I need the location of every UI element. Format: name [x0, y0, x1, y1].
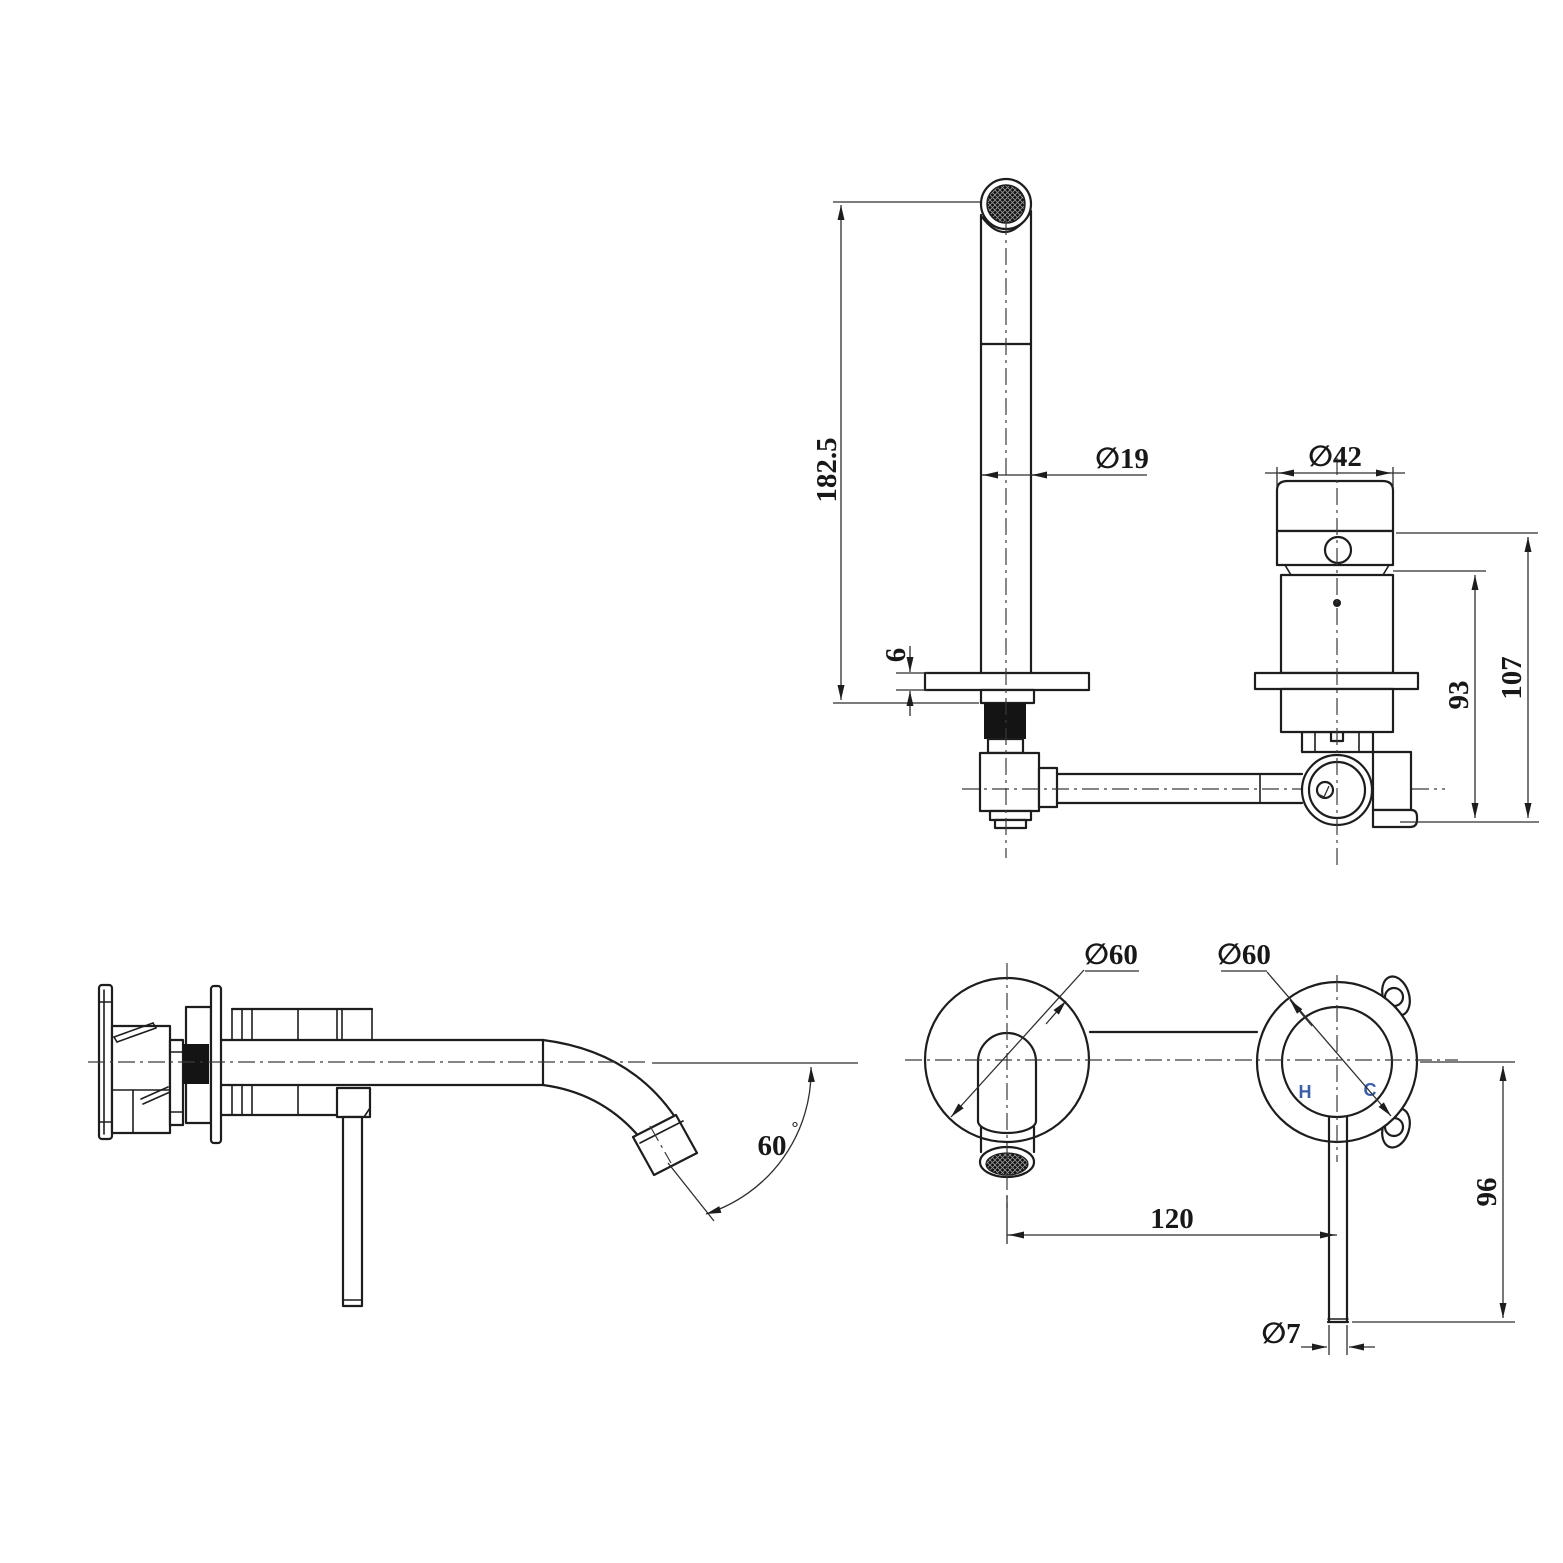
hot-label: H — [1299, 1082, 1312, 1102]
rough-in-valve — [110, 1024, 172, 1135]
valve-bracket — [1371, 750, 1413, 812]
spout-thread — [984, 703, 1026, 739]
lever-hub — [335, 1086, 372, 1119]
spout-elbow-body — [978, 751, 1041, 813]
spout-tip-side — [631, 1113, 699, 1177]
dim-body-height: 93 — [1443, 681, 1475, 710]
pipe-coupler — [1037, 766, 1059, 809]
dim-flange-thickness: 6 — [880, 648, 912, 663]
dim-handle-drop: 96 — [1471, 1178, 1503, 1207]
aerator-mesh — [986, 184, 1026, 224]
handle-screw — [1323, 535, 1353, 565]
dim-handle-diameter: ∅42 — [1308, 441, 1362, 473]
view-handle-side: ∅42 93 107 — [1253, 441, 1539, 868]
dim-lever-diameter: ∅7 — [1261, 1318, 1300, 1350]
view-installed-side: 60 ° — [88, 983, 858, 1308]
dim-overall-height: 107 — [1496, 656, 1528, 700]
dim-centre-distance: 120 — [1150, 1203, 1194, 1235]
wall-thread — [183, 1044, 209, 1084]
dim-spout-angle: 60 — [758, 1130, 787, 1162]
dim-spout-diameter: ∅19 — [1095, 443, 1149, 475]
dim-handle-escutcheon-diameter: ∅60 — [1217, 939, 1271, 971]
handle-cap — [1275, 479, 1395, 533]
view-front: H C ∅60 ∅60 120 96 ∅7 — [905, 939, 1515, 1355]
dim-spout-height: 182.5 — [811, 437, 843, 502]
lever-side — [341, 1115, 364, 1308]
view-spout-side: 182.5 ∅19 6 — [811, 177, 1445, 858]
dim-spout-angle-degree: ° — [792, 1118, 799, 1137]
spout-escutcheon-edge — [923, 671, 1091, 692]
escutcheon-edge — [209, 984, 223, 1145]
dim-spout-escutcheon-diameter: ∅60 — [1084, 939, 1138, 971]
